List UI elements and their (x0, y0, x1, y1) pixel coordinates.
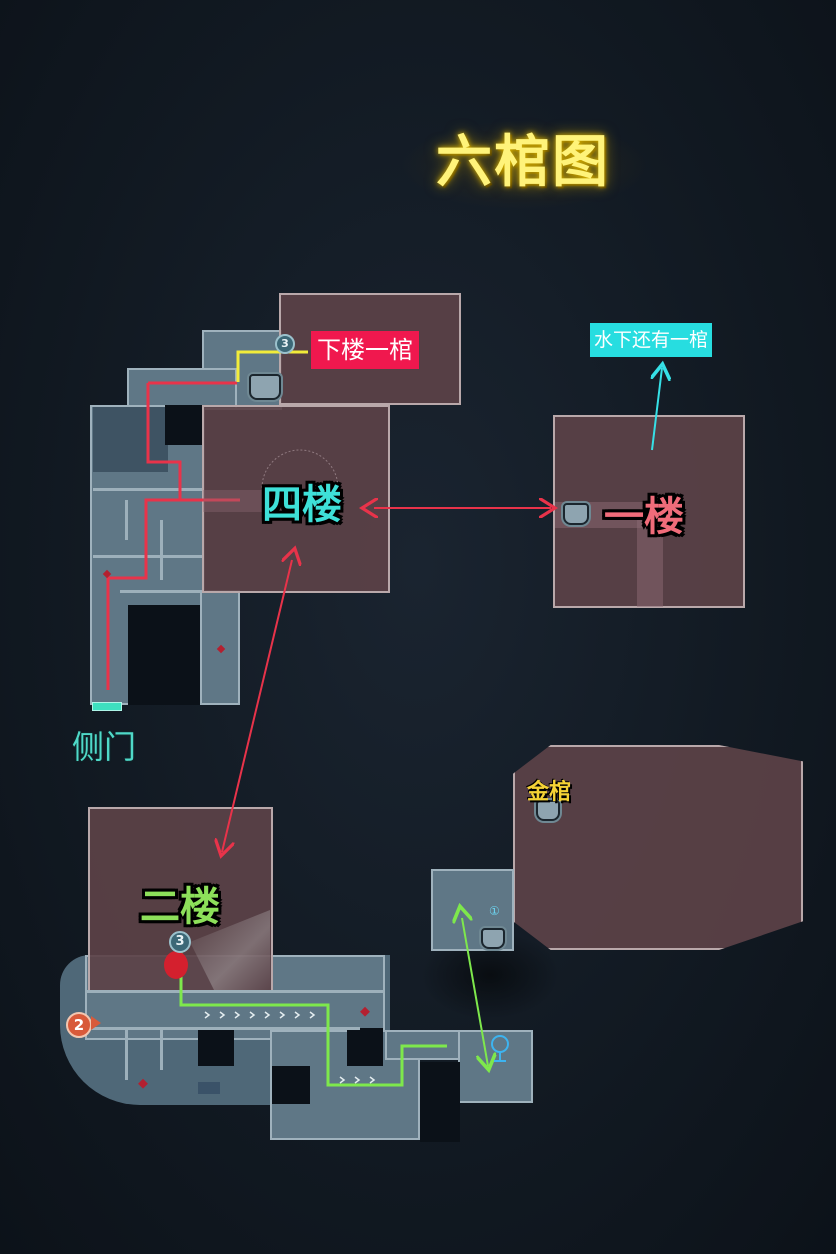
underwater-coffin-tag: 水下还有一棺 (590, 323, 713, 357)
upper-hall (127, 368, 237, 410)
void-block (165, 405, 203, 445)
arrow-4f-2f (222, 560, 292, 852)
red-gem-markers (102, 569, 370, 1089)
dark-panel (198, 1082, 220, 1094)
wall (160, 1030, 163, 1070)
marker-2[interactable]: 2 (66, 1012, 92, 1038)
wall (125, 500, 128, 540)
void-notch (128, 605, 200, 705)
side-door-label: 侧门 (72, 728, 137, 766)
first-floor-label: 一楼 (604, 494, 684, 540)
coffin-icon-antechamber[interactable] (481, 928, 505, 949)
wall (85, 990, 385, 993)
void-block (198, 1028, 234, 1066)
coffin-icon-gold[interactable] (536, 800, 560, 821)
arrow-underwater (652, 368, 662, 451)
gold-coffin-label: 金棺 (527, 780, 572, 805)
red-route (106, 381, 240, 690)
wall (125, 1030, 128, 1080)
marker-2-number: 2 (73, 1016, 85, 1034)
fountain-icon (491, 1035, 509, 1062)
second-floor-label: 二楼 (140, 884, 220, 930)
coffin-icon-first-floor[interactable] (563, 503, 589, 525)
footstep-chevrons (204, 1011, 376, 1084)
downstairs-coffin-tag: 下楼一棺 (311, 331, 419, 369)
stair-fan (261, 449, 339, 489)
void-block (420, 1062, 460, 1142)
marker-3-second-floor[interactable]: 3 (169, 931, 191, 953)
wall (93, 488, 203, 491)
coffin-icon-downstairs[interactable] (249, 374, 281, 400)
first-floor-corridor-v (637, 515, 663, 607)
wall (93, 555, 203, 558)
wall (160, 520, 163, 580)
side-door-marker[interactable] (92, 702, 122, 711)
gold-coffin-room (513, 745, 803, 950)
wall (120, 590, 200, 593)
wall (90, 1027, 360, 1030)
boss-icon (164, 951, 188, 979)
marker-1[interactable]: ① (489, 904, 500, 918)
map-title: 六棺图 (436, 130, 610, 195)
void-block (347, 1028, 383, 1066)
marker-3-top[interactable]: 3 (275, 334, 295, 354)
arrow-antechamber-fountain (462, 918, 488, 1066)
fourth-floor-passage (203, 490, 313, 512)
title-glow (400, 120, 650, 210)
green-route (179, 940, 447, 1087)
void-block (272, 1066, 310, 1104)
marker-2-pointer (91, 1016, 101, 1030)
fourth-floor-label: 四楼 (262, 482, 342, 528)
